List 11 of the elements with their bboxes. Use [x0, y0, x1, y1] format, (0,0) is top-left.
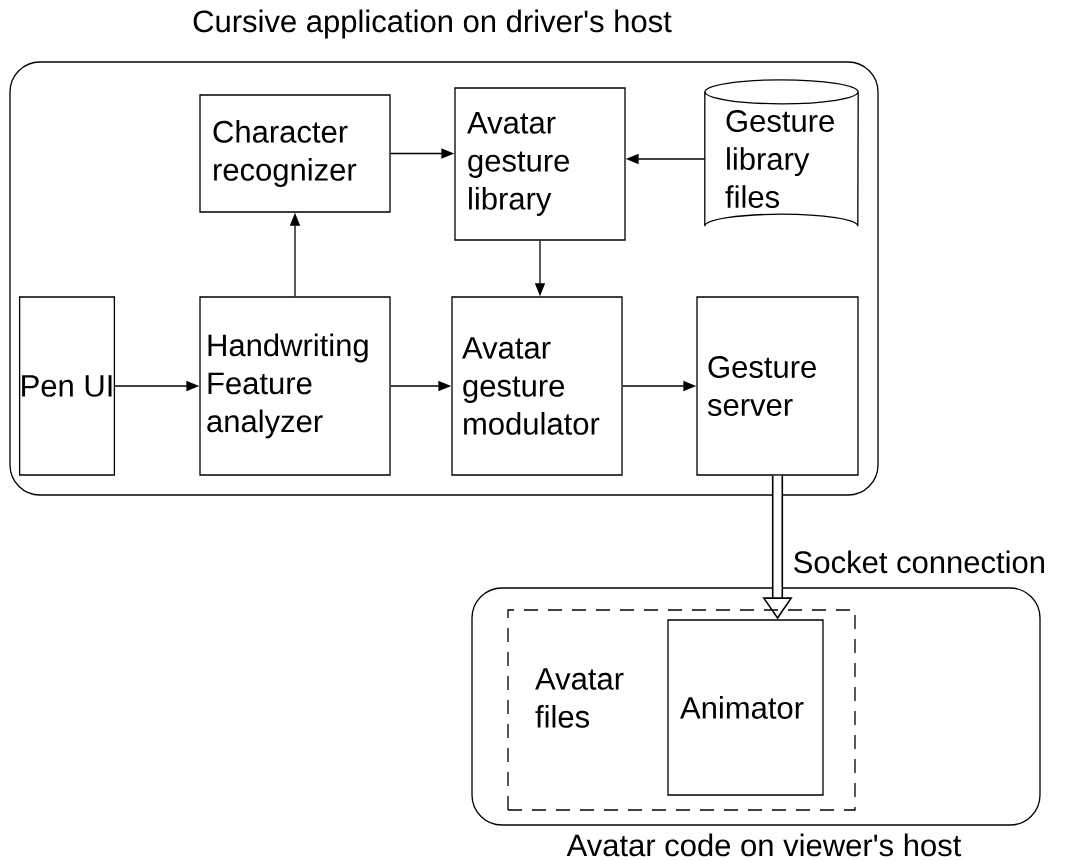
process-box: Gesture server: [696, 296, 859, 476]
database-cylinder: Gesture library files: [704, 79, 859, 227]
process-box: Avatar gesture library: [454, 87, 626, 241]
process-box: Handwriting Feature analyzer: [199, 296, 391, 476]
edge-label: Socket connection: [791, 549, 1048, 575]
process-box: Avatar gesture modulator: [451, 296, 623, 476]
process-box: Pen UI: [18, 296, 116, 476]
process-box: Character recognizer: [199, 94, 391, 213]
process-box: Animator: [667, 619, 824, 796]
host-heading: Cursive application on driver's host: [193, 9, 672, 39]
host-heading: Avatar code on viewer's host: [566, 833, 962, 857]
